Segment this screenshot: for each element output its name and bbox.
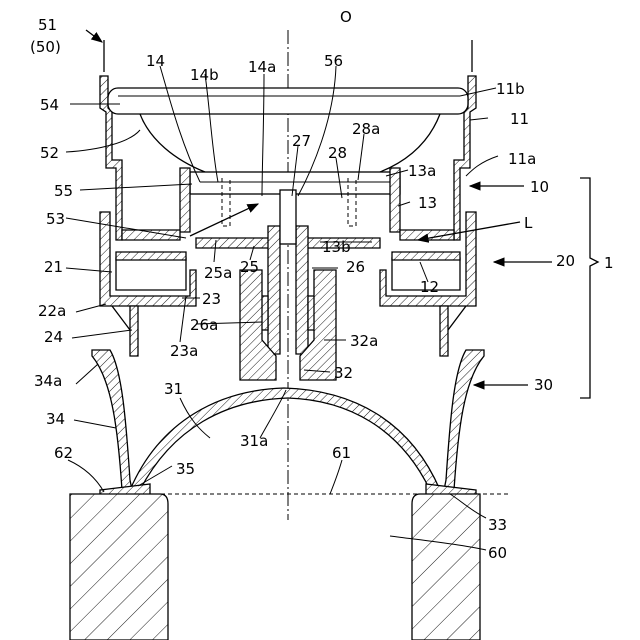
label-26a: 26a [190, 316, 218, 334]
arrow-51 [86, 30, 102, 42]
label-11a: 11a [508, 150, 536, 168]
label-62: 62 [54, 444, 73, 462]
label-14: 14 [146, 52, 165, 70]
arrow-53 [190, 204, 258, 236]
label-32a: 32a [350, 332, 378, 350]
label-55: 55 [54, 182, 73, 200]
base-60 [70, 494, 480, 640]
label-11: 11 [510, 110, 529, 128]
label-10: 10 [530, 178, 549, 196]
skirt-24 [112, 306, 466, 356]
label-25a: 25a [204, 264, 232, 282]
label-50: (50) [30, 38, 61, 56]
label-61: 61 [332, 444, 351, 462]
label-1: 1 [604, 254, 614, 272]
label-20: 20 [556, 252, 575, 270]
membrane-52 [140, 114, 205, 172]
label-52: 52 [40, 144, 59, 162]
label-28: 28 [328, 144, 347, 162]
label-35: 35 [176, 460, 195, 478]
label-l: L [524, 214, 533, 232]
label-o: O [340, 8, 352, 26]
label-34a: 34a [34, 372, 62, 390]
label-30: 30 [534, 376, 553, 394]
label-23a: 23a [170, 342, 198, 360]
label-11b: 11b [496, 80, 525, 98]
label-14a: 14a [248, 58, 276, 76]
label-28a: 28a [352, 120, 380, 138]
label-21: 21 [44, 258, 63, 276]
label-56: 56 [324, 52, 343, 70]
label-26: 26 [346, 258, 365, 276]
label-32: 32 [334, 364, 353, 382]
label-24: 24 [44, 328, 63, 346]
label-34: 34 [46, 410, 65, 428]
label-31a: 31a [240, 432, 268, 450]
label-33: 33 [488, 516, 507, 534]
label-23: 23 [202, 290, 221, 308]
label-25: 25 [240, 258, 259, 276]
label-14b: 14b [190, 66, 219, 84]
label-13b: 13b [322, 238, 351, 256]
label-54: 54 [40, 96, 59, 114]
brace-1 [580, 178, 598, 398]
label-12: 12 [420, 278, 439, 296]
label-27: 27 [292, 132, 311, 150]
label-13a: 13a [408, 162, 436, 180]
label-51: 51 [38, 16, 57, 34]
label-53: 53 [46, 210, 65, 228]
label-22a: 22a [38, 302, 66, 320]
label-13: 13 [418, 194, 437, 212]
lid-54 [108, 88, 468, 114]
label-60: 60 [488, 544, 507, 562]
label-31: 31 [164, 380, 183, 398]
